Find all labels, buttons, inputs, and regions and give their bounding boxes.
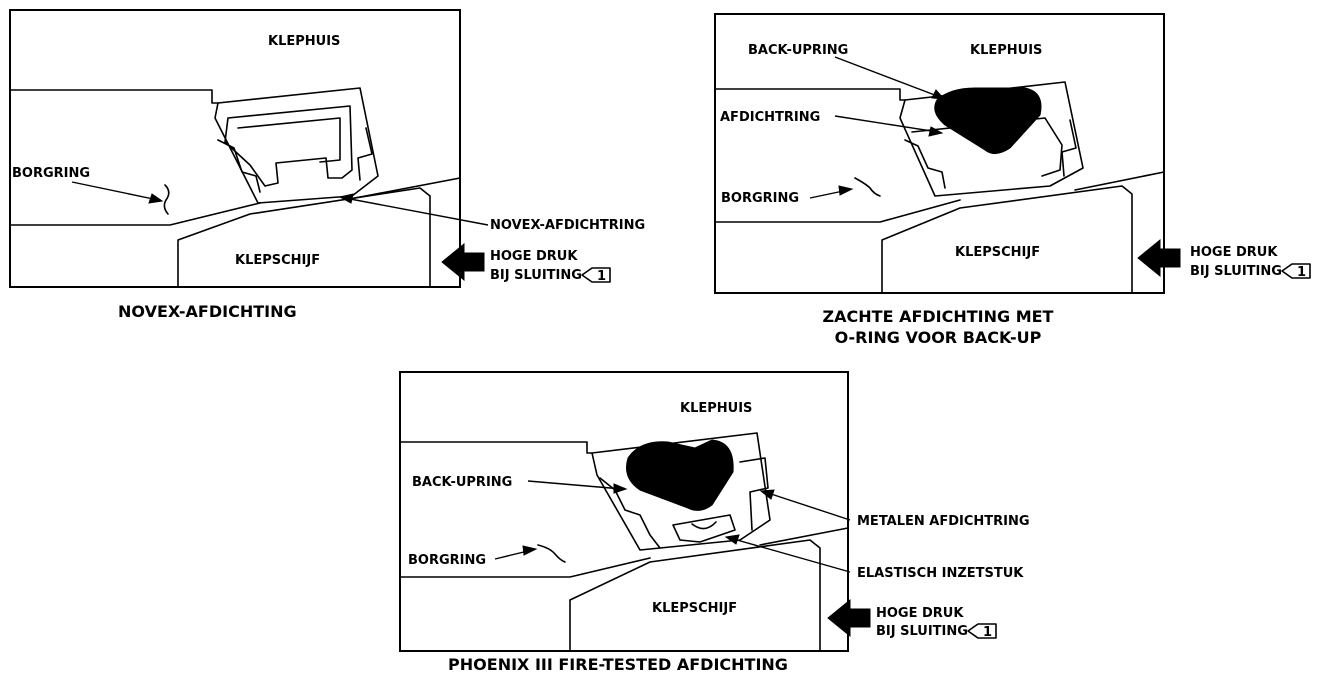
soft-note-flag xyxy=(1281,263,1311,279)
soft-label-seal-ring: AFDICHTRING xyxy=(720,110,820,125)
soft-arrowhead-borgring xyxy=(838,185,854,196)
soft-seat-pocket xyxy=(899,81,1084,197)
novex-seal-ring-inner xyxy=(237,117,341,163)
novex-step-right xyxy=(357,127,373,181)
phoenix-squiggle xyxy=(537,544,566,563)
phoenix-note-flag xyxy=(967,623,997,639)
phoenix-leader-metal xyxy=(764,491,851,521)
phoenix-retainer-bottom xyxy=(399,557,651,578)
soft-step-right xyxy=(1061,119,1077,177)
novex-leader-seal xyxy=(344,197,489,226)
soft-arrowhead-backup xyxy=(931,89,946,100)
novex-arrowhead-borgring xyxy=(148,193,164,204)
soft-leader-backup xyxy=(834,56,941,98)
diagram-phoenix: KLEPHUIS BACK-UPRING METALEN AFDICHTRING… xyxy=(399,371,1030,674)
phoenix-leader-backup xyxy=(527,480,623,490)
soft-label-backup: BACK-UPRING xyxy=(748,43,848,58)
novex-caption: NOVEX-AFDICHTING xyxy=(118,302,297,321)
soft-note-marker: 1 xyxy=(1297,265,1306,280)
soft-retainer-bottom xyxy=(714,199,961,223)
soft-frame xyxy=(714,13,1165,294)
soft-caption-line1: ZACHTE AFDICHTING MET xyxy=(823,307,1054,326)
phoenix-arrowhead-metal xyxy=(759,489,775,500)
phoenix-label-disc: KLEPSCHIJF xyxy=(652,601,737,616)
phoenix-label-retainer: BORGRING xyxy=(408,553,486,568)
phoenix-insert-inner xyxy=(691,521,717,530)
novex-step-left xyxy=(217,139,261,193)
phoenix-body-edge xyxy=(759,527,849,546)
soft-step-left xyxy=(904,139,946,189)
novex-pressure-line1: HOGE DRUK xyxy=(490,249,578,264)
soft-retainer-top xyxy=(714,88,906,101)
soft-seal-ring xyxy=(911,117,1063,177)
phoenix-label-insert: ELASTISCH INZETSTUK xyxy=(857,566,1024,581)
diagram-soft-seal: BACK-UPRING KLEPHUIS AFDICHTRING BORGRIN… xyxy=(714,13,1311,347)
phoenix-arrowhead-backup xyxy=(613,483,628,494)
soft-backup-ring xyxy=(934,87,1042,154)
novex-frame xyxy=(9,9,461,288)
novex-note-flag xyxy=(581,267,611,283)
phoenix-label-body: KLEPHUIS xyxy=(680,401,752,416)
phoenix-arrowhead-insert xyxy=(724,534,740,545)
phoenix-caption: PHOENIX III FIRE-TESTED AFDICHTING xyxy=(448,655,788,674)
novex-squiggle xyxy=(163,184,170,215)
soft-label-retainer: BORGRING xyxy=(721,191,799,206)
novex-arrowhead-seal xyxy=(338,193,354,204)
novex-label-retainer: BORGRING xyxy=(12,166,90,181)
phoenix-frame xyxy=(399,371,849,652)
phoenix-metal-ring xyxy=(739,457,769,531)
soft-arrowhead-seal xyxy=(928,126,944,137)
phoenix-pressure-arrow xyxy=(827,598,871,638)
soft-leader-seal xyxy=(834,115,939,133)
soft-squiggle xyxy=(854,177,881,197)
phoenix-label-metal-ring: METALEN AFDICHTRING xyxy=(857,514,1030,529)
novex-retainer-top xyxy=(9,89,219,104)
soft-caption-line2: O-RING VOOR BACK-UP xyxy=(835,328,1042,347)
soft-pressure-arrow xyxy=(1137,238,1181,278)
phoenix-note-marker: 1 xyxy=(983,625,992,640)
novex-pressure-line2: BIJ SLUITING xyxy=(490,268,582,283)
soft-pressure-line1: HOGE DRUK xyxy=(1190,245,1278,260)
phoenix-seat-pocket xyxy=(591,432,771,551)
novex-label-body: KLEPHUIS xyxy=(268,34,340,49)
soft-body-edge xyxy=(1074,171,1165,191)
novex-note-marker: 1 xyxy=(597,269,606,284)
novex-label-seal-ring: NOVEX-AFDICHTRING xyxy=(490,218,645,233)
novex-disc xyxy=(177,187,431,288)
phoenix-arrowhead-borgring xyxy=(522,545,538,556)
novex-seat-pocket xyxy=(214,87,379,204)
soft-pressure-line2: BIJ SLUITING xyxy=(1190,264,1282,279)
novex-leader-borgring xyxy=(71,181,159,201)
phoenix-disc xyxy=(569,539,821,652)
novex-retainer-bottom xyxy=(9,202,261,226)
novex-label-disc: KLEPSCHIJF xyxy=(235,253,320,268)
soft-label-disc: KLEPSCHIJF xyxy=(955,245,1040,260)
phoenix-pressure-line1: HOGE DRUK xyxy=(876,606,964,621)
soft-label-body: KLEPHUIS xyxy=(970,43,1042,58)
phoenix-insert xyxy=(672,514,736,543)
phoenix-retainer-top xyxy=(399,441,593,454)
phoenix-backup-ring xyxy=(626,439,734,511)
phoenix-leader-insert xyxy=(729,537,851,573)
novex-seal-ring xyxy=(224,105,353,187)
diagram-novex: KLEPHUIS BORGRING KLEPSCHIJF NOVEX-AFDIC… xyxy=(9,9,645,321)
soft-disc xyxy=(881,185,1133,294)
novex-pressure-arrow xyxy=(441,242,485,282)
phoenix-pressure-line2: BIJ SLUITING xyxy=(876,624,968,639)
phoenix-label-backup: BACK-UPRING xyxy=(412,475,512,490)
